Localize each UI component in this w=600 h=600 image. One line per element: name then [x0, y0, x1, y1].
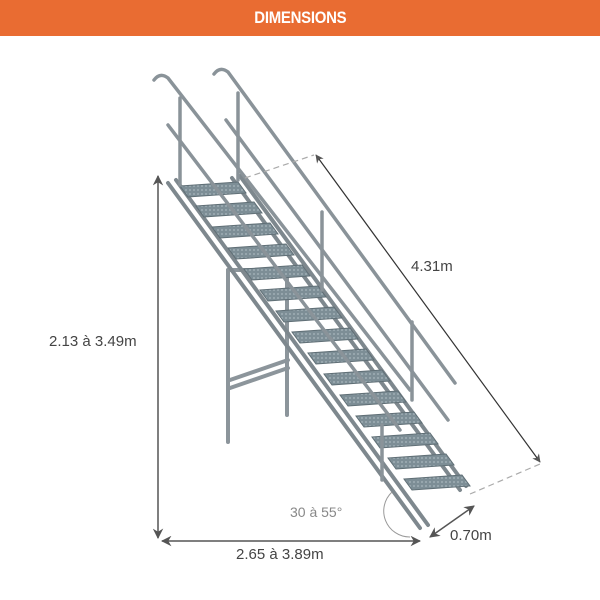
length-dimension-arrow [315, 154, 541, 463]
header-banner: DIMENSIONS [0, 0, 600, 36]
width-label: 0.70m [450, 527, 492, 544]
staircase-diagram: 2.13 à 3.49m 4.31m 2.65 à 3.89m 0.70m 30… [0, 36, 600, 600]
length-label: 4.31m [411, 258, 453, 275]
run-label: 2.65 à 3.89m [236, 546, 324, 563]
width-dimension-arrow [429, 505, 475, 538]
height-label: 2.13 à 3.49m [49, 333, 137, 350]
staircase-illustration [152, 67, 541, 547]
length-guide-bottom [469, 463, 541, 495]
angle-label: 30 à 55° [290, 504, 343, 520]
length-guide-top [244, 154, 315, 179]
angle-arc [383, 491, 411, 538]
page-title: DIMENSIONS [253, 8, 347, 27]
steps [179, 181, 471, 491]
